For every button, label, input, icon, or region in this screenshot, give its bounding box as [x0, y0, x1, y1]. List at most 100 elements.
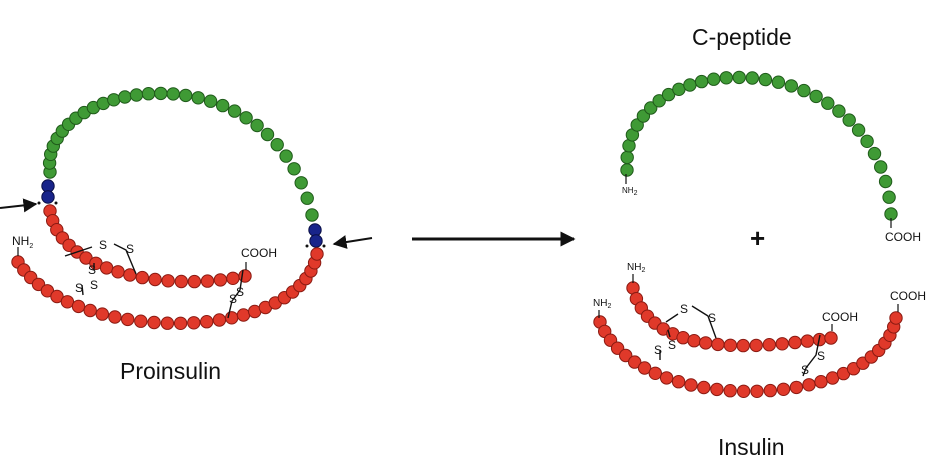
disulfide-s-label: S [801, 363, 809, 377]
amino-acid-bead [213, 273, 228, 287]
c-peptide-molecule: C-peptide NH2 COOH [620, 24, 921, 244]
amino-acid-bead [851, 123, 866, 137]
proinsulin-b-chain [43, 204, 252, 289]
amino-acid-bead [683, 78, 697, 92]
amino-acid-bead [874, 160, 888, 174]
amino-acid-bead [736, 338, 750, 353]
insulin-a-nh2-label: NH2 [593, 298, 611, 318]
insulin-b-nh2-label: NH2 [627, 262, 645, 283]
insulin-molecule: S S S S S S NH2 NH2 COOH COOH Insulin [593, 262, 926, 460]
amino-acid-bead [300, 191, 314, 205]
amino-acid-bead [148, 272, 162, 287]
insulin-label: Insulin [718, 434, 784, 460]
amino-acid-bead [697, 380, 711, 395]
insulin-b-chain [626, 281, 838, 353]
amino-acid-bead [821, 96, 835, 110]
amino-acid-bead [203, 94, 218, 108]
amino-acid-bead [154, 86, 168, 101]
amino-acid-bead [671, 375, 686, 389]
amino-acid-bead [129, 88, 144, 102]
amino-acid-bead [814, 375, 828, 389]
c-peptide-nh2-label: NH2 [622, 174, 638, 197]
disulfide-s-label: S [654, 343, 662, 357]
disulfide-s-label: S [88, 263, 96, 277]
amino-acid-bead [216, 98, 230, 113]
amino-acid-bead [200, 315, 214, 329]
amino-acid-bead [676, 331, 690, 345]
amino-acid-bead [707, 72, 721, 86]
amino-acid-bead [867, 146, 882, 161]
disulfide-s-label: S [229, 292, 237, 306]
svg-text:NH2: NH2 [12, 234, 33, 250]
amino-acid-bead [121, 312, 135, 327]
c-peptide-chain [620, 70, 898, 221]
amino-acid-bead [83, 303, 97, 318]
amino-acid-bead [238, 269, 252, 283]
amino-acid-bead [637, 361, 652, 375]
amino-acid-bead [619, 348, 633, 363]
amino-acid-bead [711, 337, 725, 352]
amino-acid-bead [750, 384, 764, 398]
amino-acid-bead [736, 384, 751, 398]
svg-text:COOH: COOH [885, 230, 921, 244]
amino-acid-bead [111, 265, 125, 279]
amino-acid-bead [227, 104, 242, 118]
amino-acid-bead [191, 91, 205, 105]
amino-acid-bead [789, 380, 804, 395]
proinsulin-disulfide-bonds [64, 243, 244, 319]
proinsulin-label: Proinsulin [120, 358, 221, 384]
amino-acid-bead [763, 383, 777, 398]
amino-acid-bead [134, 314, 148, 328]
amino-acid-bead [684, 378, 698, 392]
svg-text:NH2: NH2 [627, 262, 645, 274]
amino-acid-bead [723, 384, 737, 398]
amino-acid-bead [659, 371, 674, 385]
amino-acid-bead [308, 223, 322, 237]
amino-acid-bead [776, 382, 791, 396]
svg-text:COOH: COOH [241, 246, 277, 260]
cleavage-arrow-right [332, 235, 373, 249]
amino-acid-bead [250, 118, 264, 133]
amino-acid-bead [882, 190, 896, 204]
amino-acid-bead [118, 90, 132, 104]
amino-acid-bead [95, 307, 110, 321]
disulfide-s-label: S [99, 238, 107, 252]
svg-text:NH2: NH2 [622, 186, 638, 197]
amino-acid-bead [710, 382, 724, 397]
svg-text:COOH: COOH [822, 310, 858, 324]
amino-acid-bead [270, 138, 284, 152]
amino-acid-bead [166, 87, 180, 101]
insulin-disulfide-bonds [659, 305, 821, 377]
proinsulin-molecule: S S S S S S S NH2 COOH Proinsulin [0, 86, 373, 384]
amino-acid-bead [135, 270, 150, 285]
amino-acid-bead [758, 72, 773, 87]
amino-acid-bead [108, 310, 122, 324]
amino-acid-bead [187, 274, 202, 289]
insulin-b-cooh-label: COOH [822, 310, 858, 331]
cleavage-arrow-left [0, 198, 38, 213]
amino-acid-bead [107, 93, 121, 107]
amino-acid-bead [652, 94, 666, 108]
plus-sign: + [750, 223, 765, 253]
amino-acid-bead [123, 268, 137, 282]
amino-acid-bead [141, 87, 156, 101]
disulfide-s-label: S [90, 278, 98, 292]
amino-acid-bead [41, 190, 55, 204]
amino-acid-bead [260, 127, 275, 142]
amino-acid-bead [732, 70, 746, 85]
amino-acid-bead [687, 334, 701, 348]
amino-acid-bead [797, 83, 811, 98]
amino-acid-bead [279, 149, 293, 163]
svg-text:NH2: NH2 [593, 298, 611, 310]
proinsulin-c-chain [42, 86, 319, 222]
amino-acid-bead [60, 295, 75, 309]
amino-acid-bead [174, 274, 189, 289]
insulin-a-chain [593, 311, 903, 398]
amino-acid-bead [860, 134, 874, 149]
amino-acid-bead [200, 274, 215, 288]
disulfide-s-label: S [680, 302, 688, 316]
amino-acid-bead [620, 150, 634, 165]
amino-acid-bead [661, 87, 676, 102]
amino-acid-bead [179, 88, 193, 103]
